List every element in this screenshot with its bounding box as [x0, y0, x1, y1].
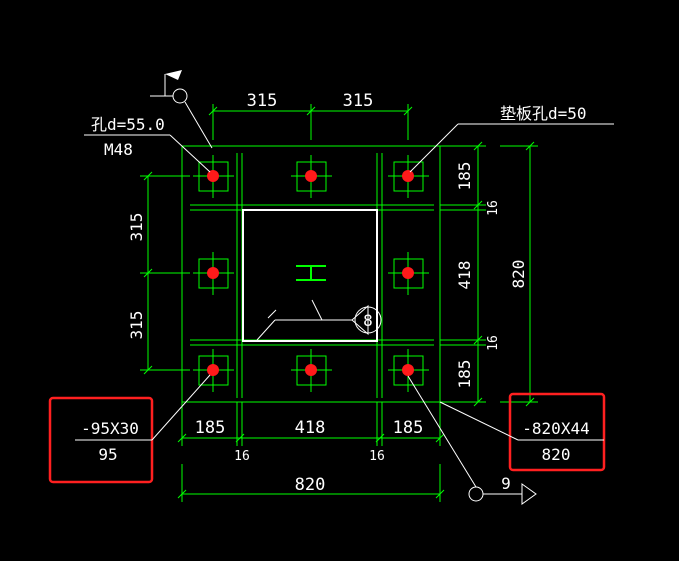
washer-plate-spec: -95X30	[81, 419, 139, 438]
bolt-grid	[193, 155, 429, 392]
highlight-box	[508, 392, 606, 472]
stiffeners	[190, 153, 434, 398]
washer-hole-label: 垫板孔d=50	[500, 104, 587, 123]
hole-callout: 孔d=55.0 M48	[84, 70, 213, 173]
dim-right-1: 185	[455, 162, 474, 191]
bolt-hole	[402, 170, 414, 182]
washer-plate-qty: 95	[98, 445, 117, 464]
base-plate-spec: -820X44	[522, 419, 589, 438]
bolt-hole	[207, 170, 219, 182]
weld-size-circle	[354, 306, 382, 334]
column-section	[242, 209, 378, 342]
top-dimension: 315 315	[208, 91, 413, 140]
washer-hole-callout: 垫板孔d=50	[409, 104, 614, 173]
left-dimension: 315 315	[127, 171, 190, 375]
hole-callout-line2: M48	[104, 140, 133, 159]
base-plate-qty: 820	[542, 445, 571, 464]
bolt-hole	[207, 267, 219, 279]
flag-icon	[165, 70, 182, 80]
bottom-inner-dimension: 185 418 185 16 16	[177, 402, 445, 464]
dim-right-4: 16	[486, 335, 501, 351]
washer-plate-callout: -95X30 95	[48, 374, 211, 484]
dim-top-left: 315	[247, 91, 278, 111]
dim-top-right: 315	[343, 91, 374, 111]
dim-bottom-3: 185	[393, 418, 424, 438]
bolt-hole	[305, 170, 317, 182]
section-mark-label: 9	[501, 474, 511, 493]
right-overall-dimension: 820	[500, 141, 538, 407]
bolt-hole	[402, 267, 414, 279]
dim-bottom-2: 418	[295, 418, 326, 438]
section-marker-icon	[172, 88, 188, 104]
dim-right-overall: 820	[509, 260, 528, 289]
dim-bottom-small-1: 16	[234, 449, 250, 464]
dim-right-3: 418	[455, 261, 474, 290]
dim-bottom-1: 185	[195, 418, 226, 438]
section-mark-9: 9	[407, 375, 537, 505]
base-plate	[181, 145, 441, 403]
dim-right-5: 185	[455, 360, 474, 389]
dim-right-2: 16	[486, 200, 501, 216]
dim-left-bottom: 315	[127, 311, 146, 340]
weld-symbol: 8	[256, 299, 382, 341]
dim-bottom-small-2: 16	[369, 449, 385, 464]
base-plate-callout: -820X44 820	[439, 392, 606, 472]
bolt-hole	[402, 364, 414, 376]
dim-bottom-overall: 820	[295, 475, 326, 495]
weld-size-label: 8	[363, 311, 373, 330]
arrow-icon	[521, 483, 537, 505]
bolt-hole	[305, 364, 317, 376]
hole-callout-line1: 孔d=55.0	[91, 115, 165, 134]
bolt-hole	[207, 364, 219, 376]
section-marker-icon	[468, 486, 484, 502]
right-inner-dimension: 185 16 418 16 185	[440, 141, 501, 407]
i-beam-icon	[296, 265, 326, 281]
bottom-overall-dimension: 820	[177, 464, 445, 502]
dim-left-top: 315	[127, 213, 146, 242]
